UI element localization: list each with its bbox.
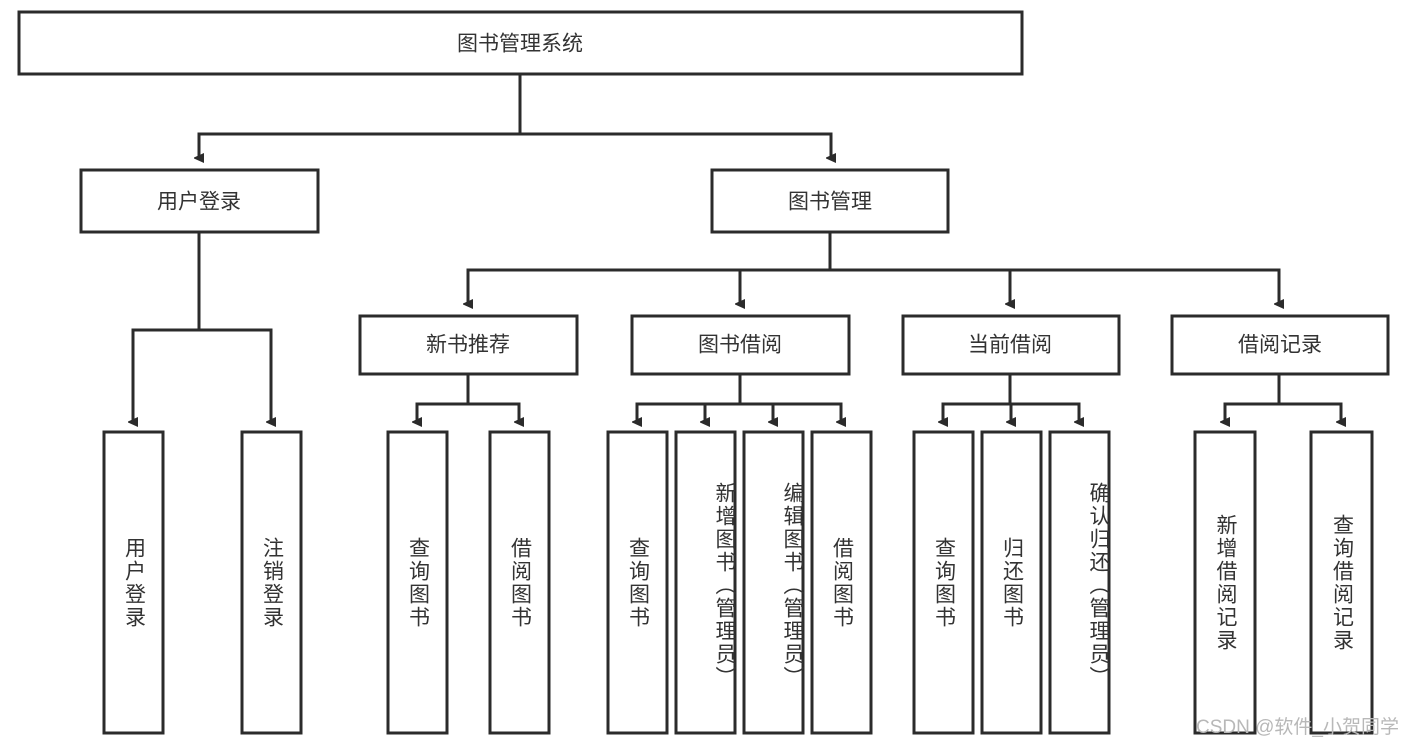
- node-leaf-query-book-current[interactable]: [912, 430, 975, 735]
- node-book-borrow[interactable]: 图书借阅: [630, 314, 851, 376]
- node-leaf-user-login[interactable]: [102, 430, 165, 735]
- node-leaf-logout[interactable]: [240, 430, 303, 735]
- node-leaf-return-book[interactable]: [980, 430, 1043, 735]
- node-leaf-query-book-new[interactable]: [386, 430, 449, 735]
- node-root-system[interactable]: 图书管理系统: [17, 10, 1024, 76]
- node-book-management-label: 图书管理: [788, 191, 872, 214]
- node-leaf-query-borrow-record[interactable]: [1309, 430, 1374, 735]
- node-borrow-records-label: 借阅记录: [1238, 334, 1322, 357]
- node-current-borrow[interactable]: 当前借阅: [901, 314, 1121, 376]
- connector-group-user-login: [133, 230, 271, 422]
- node-user-login[interactable]: 用户登录: [79, 168, 320, 234]
- node-new-book-recommend[interactable]: 新书推荐: [358, 314, 579, 376]
- node-borrow-records[interactable]: 借阅记录: [1170, 314, 1390, 376]
- node-root-label: 图书管理系统: [457, 33, 583, 56]
- connector-group-current-borrow: [943, 372, 1079, 422]
- node-leaf-query-book-borrow[interactable]: [606, 430, 669, 735]
- node-leaf-borrow-book-new[interactable]: [488, 430, 551, 735]
- connector-group-book-borrow: [637, 372, 841, 422]
- connector-group-borrow-records: [1225, 372, 1341, 422]
- node-leaf-confirm-return-admin[interactable]: [1048, 430, 1111, 735]
- node-user-login-label: 用户登录: [157, 191, 241, 214]
- node-current-borrow-label: 当前借阅: [968, 334, 1052, 357]
- csdn-watermark: CSDN @软件_小贺同学: [1196, 717, 1399, 738]
- node-book-borrow-label: 图书借阅: [698, 334, 782, 357]
- node-leaf-add-book-admin[interactable]: [674, 430, 737, 735]
- node-leaf-add-borrow-record[interactable]: [1193, 430, 1257, 735]
- node-book-management[interactable]: 图书管理: [710, 168, 950, 234]
- connector-group-root: [199, 72, 831, 158]
- node-leaf-borrow-book[interactable]: [810, 430, 873, 735]
- node-new-book-recommend-label: 新书推荐: [426, 334, 510, 357]
- connector-group-new-book: [417, 372, 519, 422]
- connector-group-book-manage: [468, 230, 1279, 304]
- node-leaf-edit-book-admin[interactable]: [742, 430, 805, 735]
